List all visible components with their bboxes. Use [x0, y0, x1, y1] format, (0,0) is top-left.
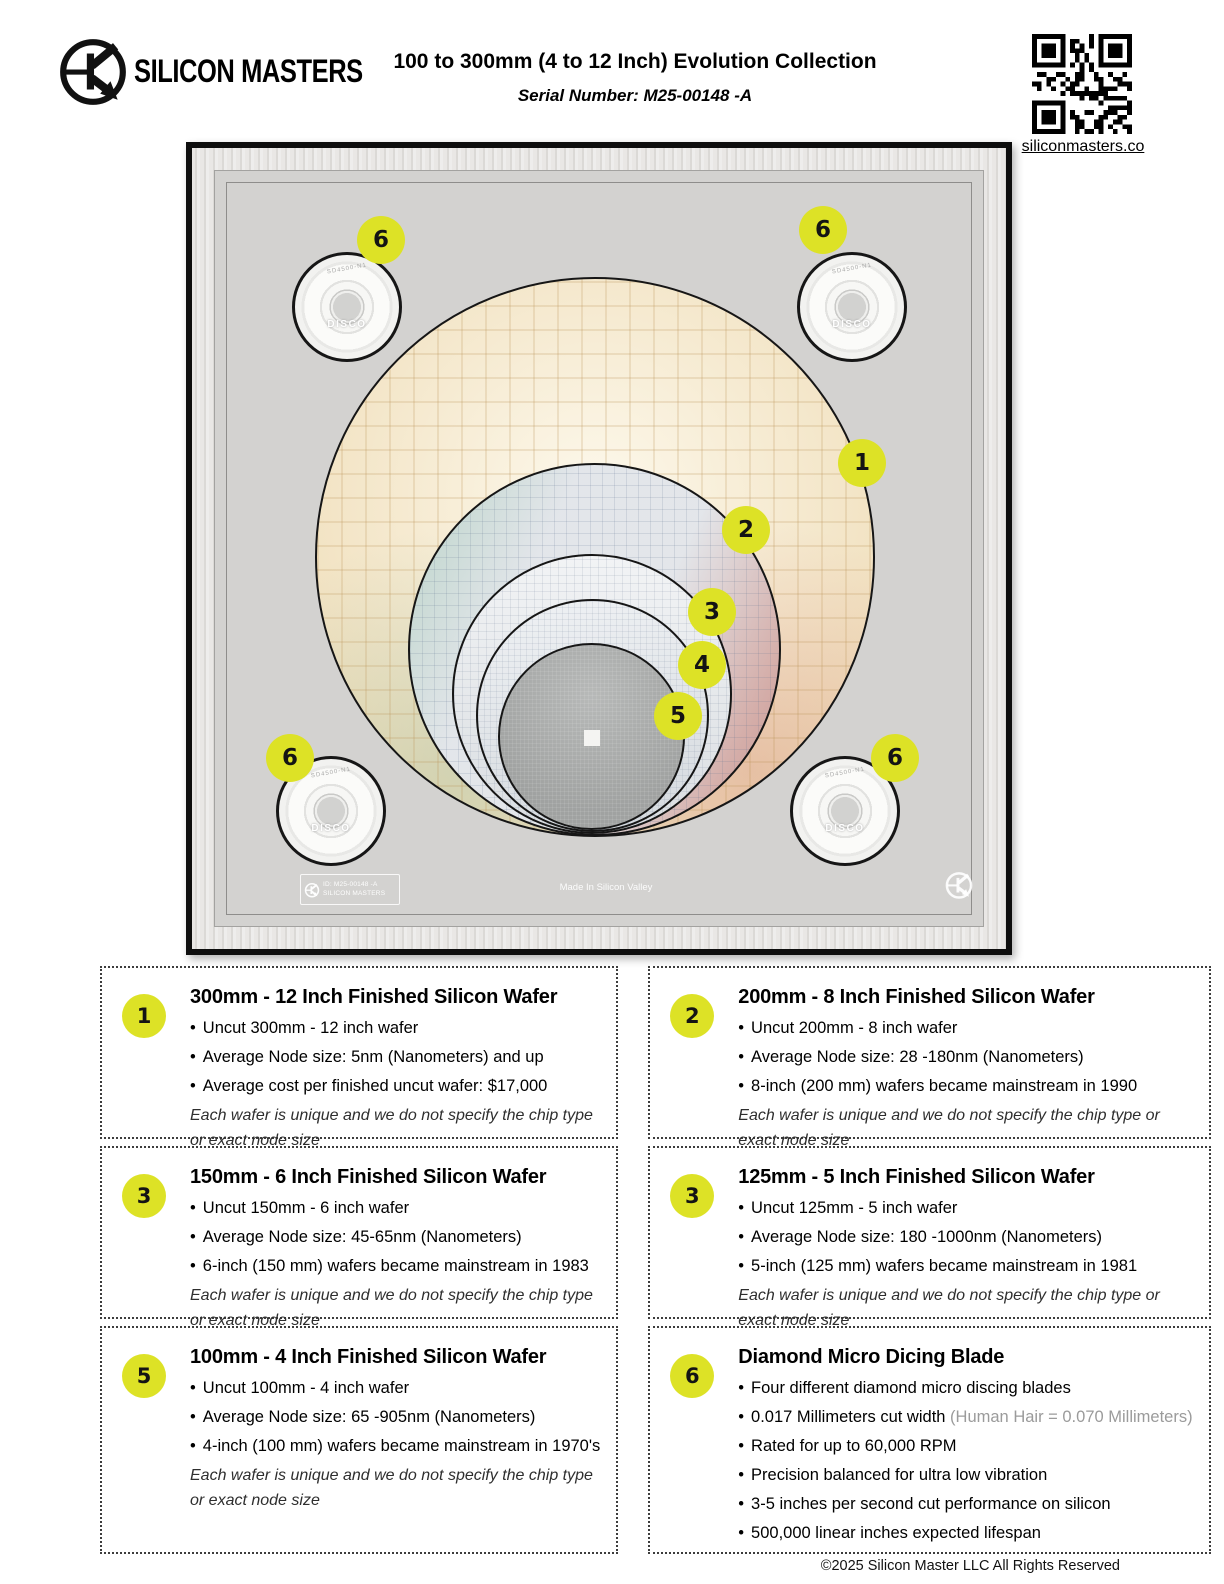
card-bullet: 8-inch (200 mm) wafers became mainstream… [738, 1072, 1192, 1101]
brand-name: SILICON MASTERS [134, 54, 363, 90]
card-bullet: 500,000 linear inches expected lifespan [738, 1519, 1192, 1548]
card-bullet: Uncut 150mm - 6 inch wafer [190, 1194, 600, 1223]
print-window-edge [226, 182, 972, 915]
spec-card: 1 300mm - 12 Inch Finished Silicon Wafer… [100, 966, 619, 1149]
card-bullet: Uncut 100mm - 4 inch wafer [190, 1374, 600, 1403]
card-bullet: 5-inch (125 mm) wafers became mainstream… [738, 1252, 1192, 1281]
card-bullet: Average Node size: 45-65nm (Nanometers) [190, 1223, 600, 1252]
card-bullet: Average Node size: 5nm (Nanometers) and … [190, 1043, 600, 1072]
card-note: Each wafer is unique and we do not speci… [190, 1107, 593, 1149]
wafer-number-tag: 6 [266, 734, 314, 782]
id-plate: ID: M25-00148 -A SILICON MASTERS [300, 874, 400, 905]
blade-brand-text: DISCO [311, 823, 351, 835]
card-bullet: Rated for up to 60,000 RPM [738, 1432, 1192, 1461]
wafer-number-tag: 1 [838, 439, 886, 487]
card-number-badge: 2 [670, 994, 715, 1038]
card-number-badge: 6 [670, 1354, 715, 1398]
card-bullet-list: Uncut 125mm - 5 inch waferAverage Node s… [738, 1194, 1192, 1281]
website-link-wrap: siliconmasters.co [1008, 138, 1158, 156]
card-title: Diamond Micro Dicing Blade [738, 1346, 1005, 1368]
card-bullet-list: Four different diamond micro discing bla… [738, 1374, 1193, 1548]
qr-code-icon [1032, 34, 1132, 134]
card-bullet-list: Uncut 200mm - 8 inch waferAverage Node s… [738, 1014, 1192, 1101]
card-note: Each wafer is unique and we do not speci… [190, 1287, 593, 1329]
plate-id-text: ID: M25-00148 -A [323, 880, 378, 888]
blade-brand-text: DISCO [832, 319, 872, 331]
card-bullet: Precision balanced for ultra low vibrati… [738, 1461, 1192, 1490]
card-bullet: Uncut 125mm - 5 inch wafer [738, 1194, 1192, 1223]
corner-logo-transistor-icon [944, 870, 974, 900]
card-note: Each wafer is unique and we do not speci… [190, 1467, 593, 1509]
wafer-number-tag: 6 [799, 206, 847, 254]
card-bullet: 3-5 inches per second cut performance on… [738, 1490, 1192, 1519]
wafer-number-tag: 6 [357, 216, 405, 264]
card-number-badge: 5 [122, 1354, 166, 1398]
card-bullet: Average cost per finished uncut wafer: $… [190, 1072, 600, 1101]
website-link[interactable]: siliconmasters.co [1021, 138, 1145, 155]
card-title: 125mm - 5 Inch Finished Silicon Wafer [738, 1166, 1095, 1188]
card-bullet: Four different diamond micro discing bla… [738, 1374, 1192, 1403]
card-bullet: Average Node size: 28 -180nm (Nanometers… [738, 1043, 1192, 1072]
spec-card: 2 200mm - 8 Inch Finished Silicon Wafer … [648, 966, 1211, 1149]
card-bullet: 0.017 Millimeters cut width (Human Hair … [738, 1403, 1193, 1432]
wafer-100mm [498, 643, 685, 830]
card-title: 200mm - 8 Inch Finished Silicon Wafer [738, 986, 1095, 1008]
card-bullet: 4-inch (100 mm) wafers became mainstream… [190, 1432, 600, 1461]
dicing-blade-icon: SD4500-N1 DISCO [797, 252, 907, 362]
spec-card: 3 125mm - 5 Inch Finished Silicon Wafer … [648, 1146, 1211, 1329]
made-in-text: Made In Silicon Valley [559, 882, 653, 893]
wafer-number-tag: 4 [678, 641, 726, 689]
card-bullet-list: Uncut 300mm - 12 inch waferAverage Node … [190, 1014, 600, 1101]
card-title: 150mm - 6 Inch Finished Silicon Wafer [190, 1166, 547, 1188]
dicing-blade-icon: SD4500-N1 DISCO [292, 252, 402, 362]
card-number-badge: 3 [122, 1174, 166, 1218]
card-bullet-list: Uncut 100mm - 4 inch waferAverage Node s… [190, 1374, 600, 1461]
brand-logo-transistor-icon [56, 34, 130, 108]
page-title: 100 to 300mm (4 to 12 Inch) Evolution Co… [393, 50, 877, 73]
serial-number: Serial Number: M25-00148 -A [517, 86, 753, 105]
spec-card: 3 150mm - 6 Inch Finished Silicon Wafer … [100, 1146, 619, 1329]
card-note: Each wafer is unique and we do not speci… [738, 1107, 1160, 1149]
copyright-text: ©2025 Silicon Master LLC All Rights Rese… [820, 1558, 1120, 1574]
spec-cards-grid: 1 300mm - 12 Inch Finished Silicon Wafer… [100, 966, 1211, 1554]
card-number-badge: 3 [670, 1174, 715, 1218]
blade-brand-text: DISCO [825, 823, 865, 835]
card-title: 100mm - 4 Inch Finished Silicon Wafer [190, 1346, 547, 1368]
wafer-number-tag: 5 [654, 692, 702, 740]
card-title: 300mm - 12 Inch Finished Silicon Wafer [190, 986, 558, 1008]
card-note: Each wafer is unique and we do not speci… [738, 1287, 1160, 1329]
plate-brand-text: SILICON MASTERS [323, 889, 386, 897]
wafer-number-tag: 2 [722, 506, 770, 554]
card-bullet: Uncut 300mm - 12 inch wafer [190, 1014, 600, 1043]
card-bullet: Average Node size: 65 -905nm (Nanometers… [190, 1403, 600, 1432]
wafer-number-tag: 6 [871, 734, 919, 782]
card-bullet-list: Uncut 150mm - 6 inch waferAverage Node s… [190, 1194, 600, 1281]
card-bullet: 6-inch (150 mm) wafers became mainstream… [190, 1252, 600, 1281]
spec-card: 6 Diamond Micro Dicing Blade Four differ… [648, 1326, 1211, 1554]
card-number-badge: 1 [122, 994, 166, 1038]
spec-card: 5 100mm - 4 Inch Finished Silicon Wafer … [100, 1326, 619, 1554]
framed-wafer-display: SD4500-N1 DISCO SD4500-N1 DISCO SD4500-N… [186, 142, 1012, 955]
blade-brand-text: DISCO [327, 319, 367, 331]
wafer-number-tag: 3 [688, 588, 736, 636]
card-bullet: Average Node size: 180 -1000nm (Nanomete… [738, 1223, 1192, 1252]
card-bullet: Uncut 200mm - 8 inch wafer [738, 1014, 1192, 1043]
